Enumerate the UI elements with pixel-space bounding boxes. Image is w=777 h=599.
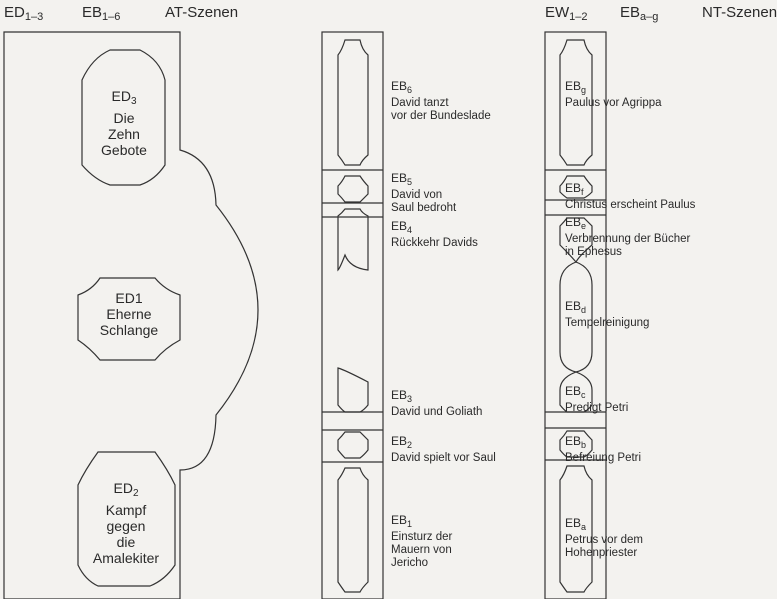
header-eb-at: EB1–6	[82, 4, 121, 23]
ed2-frame	[77, 451, 176, 587]
eb-at-column	[321, 31, 384, 599]
ed2-label: ED2 Kampf gegen die Amalekiter	[92, 480, 160, 566]
eb5-frame	[337, 175, 369, 203]
header-ew: EW1–2	[545, 4, 588, 23]
eb1-frame	[337, 467, 369, 593]
ed3-frame	[81, 49, 166, 186]
eb-nt-column	[544, 31, 607, 599]
eb4-frame	[337, 208, 369, 272]
ebc-frame	[559, 371, 593, 413]
header-ed: ED1–3	[4, 4, 44, 23]
ebg-label: EBg Paulus vor Agrippa	[565, 79, 662, 110]
eb4-label: EB4 Rückkehr Davids	[391, 219, 478, 250]
ed3-label: ED3 Die Zehn Gebote	[101, 88, 147, 158]
eb2-frame	[337, 431, 369, 459]
ebc-label: EBc Predigt Petri	[565, 384, 629, 415]
ed-outer-panel	[3, 31, 259, 599]
ed1-frame	[77, 277, 181, 361]
eba-frame	[559, 465, 593, 593]
ebd-label: EBd Tempelreinigung	[565, 299, 650, 330]
ebf-label: EBf Christus erscheint Paulus	[565, 181, 696, 212]
ed1-label: ED1 Eherne Schlange	[99, 290, 159, 338]
header-eb-nt: EBa–g	[620, 4, 659, 23]
ebb-label: EBb Befreiung Petri	[565, 434, 642, 465]
eb2-label: EB2 David spielt vor Saul	[391, 434, 496, 465]
ebg-frame	[559, 39, 593, 166]
header-nt-szenen: NT-Szenen	[702, 4, 777, 21]
ebf-frame	[559, 175, 593, 199]
eb3-frame	[337, 367, 369, 413]
eb3-label: EB3 David und Goliath	[391, 388, 483, 419]
header-at-szenen: AT-Szenen	[165, 4, 239, 21]
eb6-frame	[337, 39, 369, 166]
ebb-frame	[559, 430, 593, 458]
